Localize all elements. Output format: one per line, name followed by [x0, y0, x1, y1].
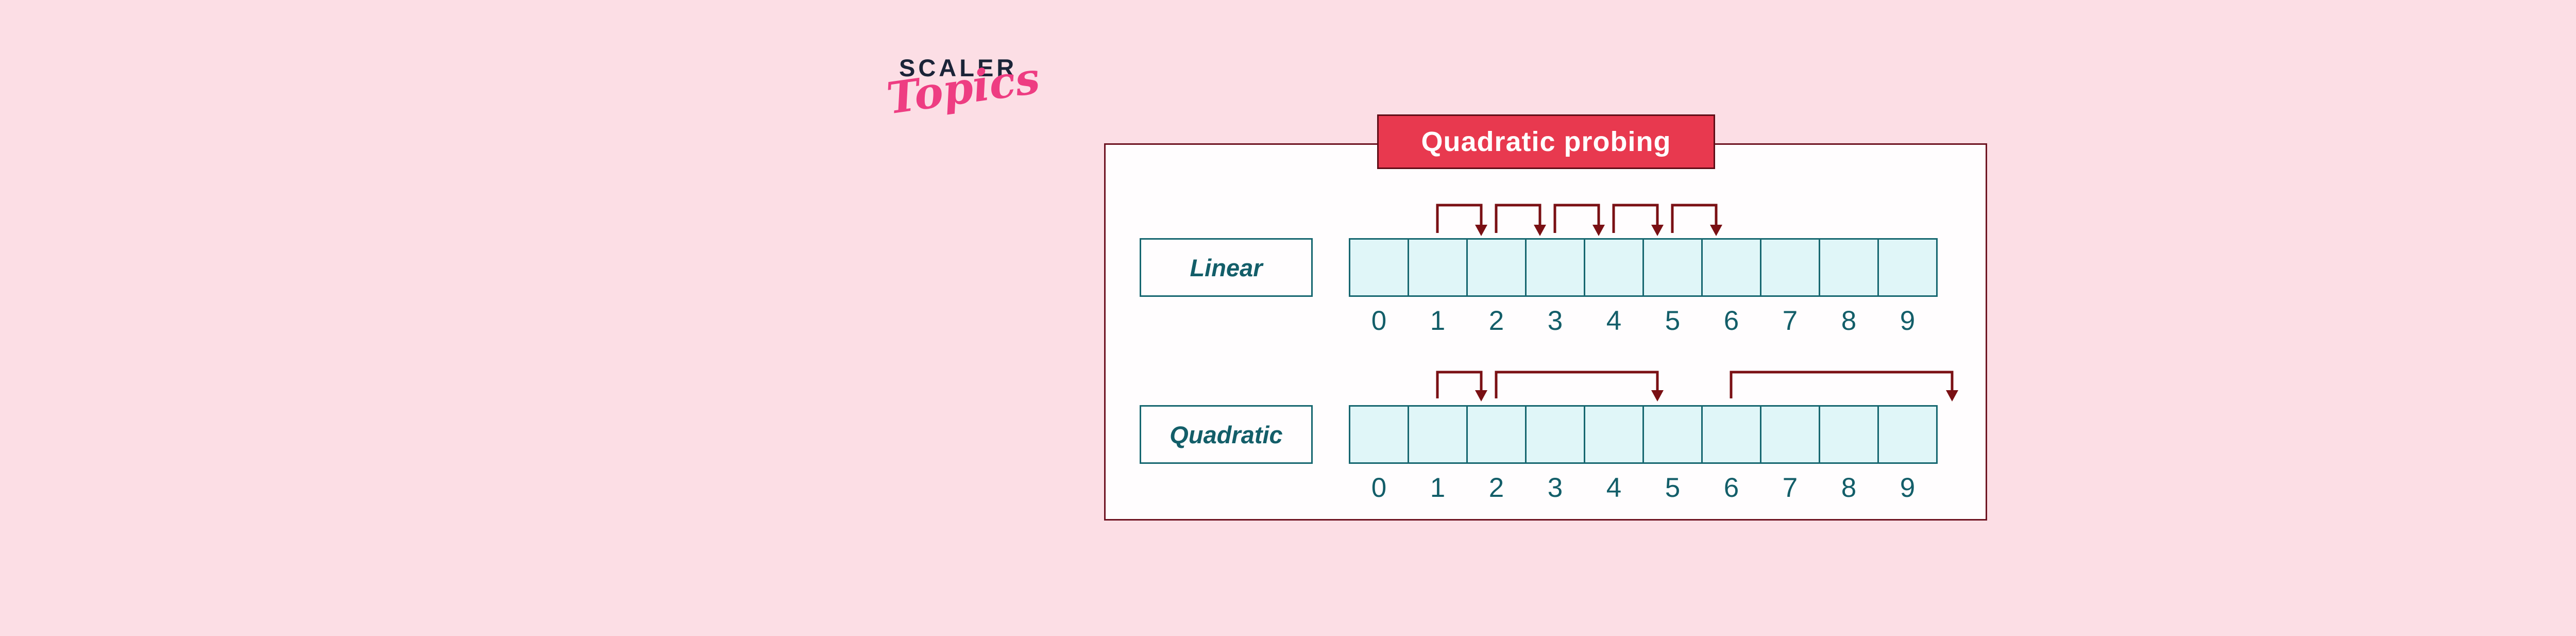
quadratic-index-8: 8	[1841, 473, 1857, 503]
linear-index-6: 6	[1723, 306, 1739, 336]
quadratic-label: Quadratic	[1170, 421, 1283, 448]
linear-cell-3	[1525, 238, 1585, 297]
quadratic-label-box: Quadratic	[1140, 405, 1313, 464]
linear-cell-1	[1408, 238, 1468, 297]
linear-cell-7	[1760, 238, 1820, 297]
linear-cell-8	[1819, 238, 1879, 297]
quadratic-index-0: 0	[1371, 473, 1387, 503]
quadratic-index-9: 9	[1900, 473, 1916, 503]
linear-cell-9	[1877, 238, 1938, 297]
linear-cell-6	[1701, 238, 1761, 297]
linear-cell-2	[1466, 238, 1527, 297]
quadratic-cell-2	[1466, 405, 1527, 464]
logo-brand-text: SCALER	[899, 54, 1018, 81]
quadratic-index-5: 5	[1665, 473, 1681, 503]
quadratic-cell-3	[1525, 405, 1585, 464]
quadratic-cell-1	[1408, 405, 1468, 464]
quadratic-cell-9	[1877, 405, 1938, 464]
linear-index-3: 3	[1547, 306, 1563, 336]
linear-label-box: Linear	[1140, 238, 1313, 297]
diagram-title: Quadratic probing	[1421, 126, 1671, 157]
quadratic-cell-4	[1584, 405, 1644, 464]
linear-index-8: 8	[1841, 306, 1857, 336]
quadratic-cell-8	[1819, 405, 1879, 464]
linear-cell-5	[1642, 238, 1703, 297]
quadratic-index-6: 6	[1723, 473, 1739, 503]
linear-index-4: 4	[1606, 306, 1622, 336]
linear-index-5: 5	[1665, 306, 1681, 336]
quadratic-cell-7	[1760, 405, 1820, 464]
linear-cell-4	[1584, 238, 1644, 297]
linear-index-7: 7	[1782, 306, 1798, 336]
quadratic-index-1: 1	[1430, 473, 1446, 503]
quadratic-cell-6	[1701, 405, 1761, 464]
linear-index-9: 9	[1900, 306, 1916, 336]
quadratic-index-7: 7	[1782, 473, 1798, 503]
quadratic-index-4: 4	[1606, 473, 1622, 503]
linear-index-2: 2	[1488, 306, 1504, 336]
title-banner: Quadratic probing	[1377, 114, 1715, 169]
quadratic-index-2: 2	[1488, 473, 1504, 503]
quadratic-cell-5	[1642, 405, 1703, 464]
linear-label: Linear	[1190, 254, 1263, 281]
linear-index-0: 0	[1371, 306, 1387, 336]
linear-cell-0	[1349, 238, 1409, 297]
scaler-topics-logo: SCALER Topics	[884, 49, 1043, 173]
quadratic-cell-0	[1349, 405, 1409, 464]
linear-index-1: 1	[1430, 306, 1446, 336]
quadratic-index-3: 3	[1547, 473, 1563, 503]
